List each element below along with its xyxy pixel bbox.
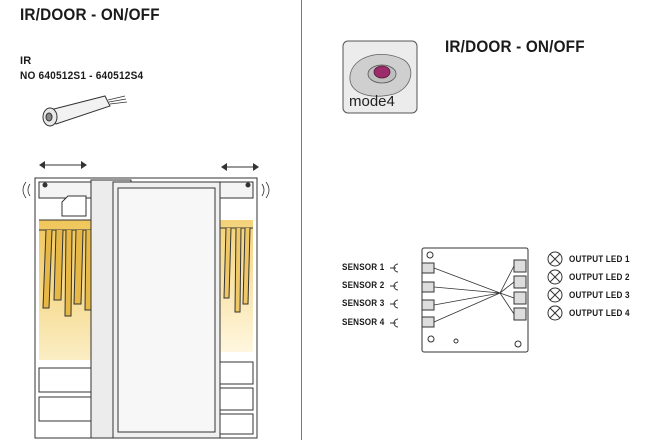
controller-board-icon bbox=[421, 247, 529, 353]
sliding-arrow-icon bbox=[221, 163, 259, 171]
ir-sensor-icon bbox=[42, 95, 128, 127]
output-led-label: OUTPUT LED 2 bbox=[569, 272, 630, 282]
right-title: IR/DOOR - ON/OFF bbox=[445, 37, 585, 56]
led-output-icon bbox=[547, 251, 563, 321]
sensor-plug-icon bbox=[390, 263, 399, 328]
sliding-arrow-icon bbox=[39, 161, 87, 169]
sensor-label: SENSOR 2 bbox=[342, 280, 385, 290]
sensor-label: SENSOR 1 bbox=[342, 262, 385, 272]
mode-button-icon: mode4 bbox=[342, 40, 418, 114]
output-led-label: OUTPUT LED 1 bbox=[569, 254, 630, 264]
output-led-label: OUTPUT LED 4 bbox=[569, 308, 630, 318]
ir-product-code: NO 640512S1 - 640512S4 bbox=[20, 70, 144, 82]
ir-label: IR bbox=[20, 55, 32, 67]
sensor-label: SENSOR 4 bbox=[342, 317, 385, 327]
page-divider bbox=[301, 0, 302, 440]
mode-label: mode4 bbox=[349, 93, 395, 110]
sensor-label: SENSOR 3 bbox=[342, 298, 385, 308]
wardrobe-icon bbox=[22, 177, 270, 439]
left-title: IR/DOOR - ON/OFF bbox=[20, 5, 160, 24]
output-led-label: OUTPUT LED 3 bbox=[569, 290, 630, 300]
